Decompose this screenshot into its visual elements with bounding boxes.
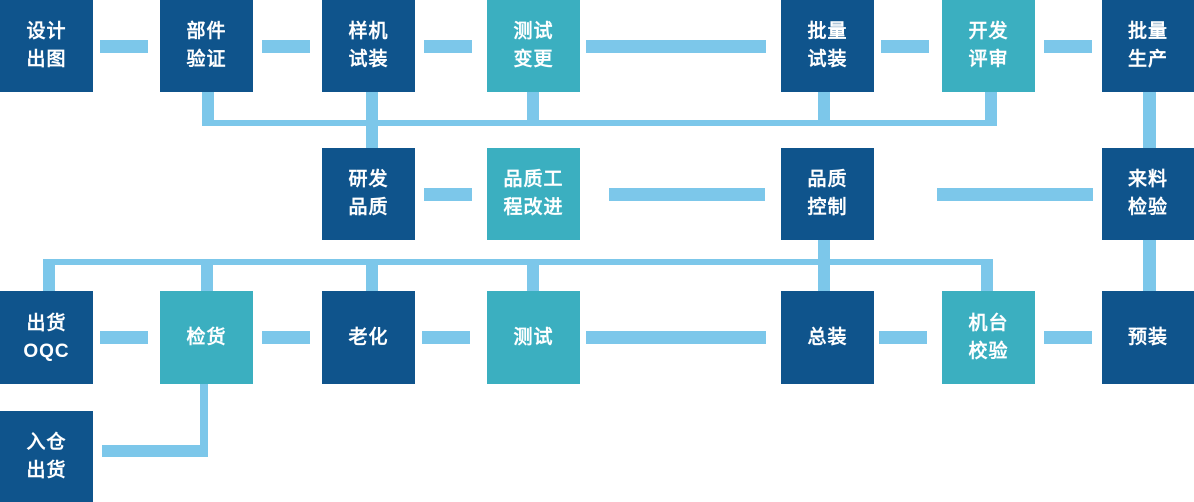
- node-incoming-inspection: 来料 检验: [1102, 148, 1194, 240]
- conn-design-to-parts: [100, 40, 148, 53]
- node-shipment-oqc: 出货 OQC: [0, 291, 93, 384]
- conn-parts-to-prototype: [262, 40, 310, 53]
- node-quality-control: 品质 控制: [781, 148, 874, 240]
- node-final-assembly: 总装: [781, 291, 874, 384]
- conn-testing-to-assembly: [586, 331, 766, 344]
- stub-bus-to-oqc: [43, 259, 55, 291]
- stub-bus-to-goodsinspection: [201, 259, 213, 291]
- vert-batchprod-to-incoming: [1143, 92, 1156, 148]
- stub-devreview-to-bus: [985, 92, 997, 126]
- conn-aging-to-testing: [422, 331, 470, 344]
- node-prototype-trial: 样机 试装: [322, 0, 415, 92]
- vert-incoming-to-preassembly: [1143, 240, 1156, 291]
- conn-qualitycontrol-to-incoming: [937, 188, 1093, 201]
- bus-middle-distribution-line: [43, 259, 993, 265]
- conn-oqc-to-goodsinspection: [100, 331, 148, 344]
- node-parts-verification: 部件 验证: [160, 0, 253, 92]
- conn-calibration-to-preassembly: [1044, 331, 1092, 344]
- node-testing: 测试: [487, 291, 580, 384]
- node-design-drawing: 设计 出图: [0, 0, 93, 92]
- node-batch-trial: 批量 试装: [781, 0, 874, 92]
- node-rd-quality: 研发 品质: [322, 148, 415, 240]
- elbow-to-warehouse-shipping: [102, 445, 208, 457]
- node-quality-eng-improve: 品质工 程改进: [487, 148, 580, 240]
- node-machine-calibration: 机台 校验: [942, 291, 1035, 384]
- conn-goodsinspection-to-aging: [262, 331, 310, 344]
- stub-bus-to-testing: [527, 259, 539, 291]
- node-goods-inspection: 检货: [160, 291, 253, 384]
- conn-qualityeng-to-qualitycontrol: [609, 188, 765, 201]
- node-development-review: 开发 评审: [942, 0, 1035, 92]
- conn-rdquality-to-qualityeng: [424, 188, 472, 201]
- stub-bus-to-aging: [366, 259, 378, 291]
- stub-batchtrial-to-bus: [818, 92, 830, 126]
- node-aging: 老化: [322, 291, 415, 384]
- node-pre-assembly: 预装: [1102, 291, 1194, 384]
- conn-devreview-to-batchprod: [1044, 40, 1092, 53]
- stub-testchange-to-bus: [527, 92, 539, 126]
- conn-assembly-to-calibration: [879, 331, 927, 344]
- node-test-change: 测试 变更: [487, 0, 580, 92]
- stub-bus-to-calibration: [981, 259, 993, 291]
- stub-parts-to-bus: [202, 92, 214, 126]
- conn-batchtrial-to-devreview: [881, 40, 929, 53]
- node-batch-production: 批量 生产: [1102, 0, 1194, 92]
- stub-qualitycontrol-to-assembly: [818, 240, 830, 291]
- conn-prototype-to-testchange: [424, 40, 472, 53]
- elbow-goodsinspection-down: [200, 384, 208, 457]
- bus-top-feedback-line: [202, 120, 997, 126]
- node-warehouse-shipping: 入仓 出货: [0, 411, 93, 502]
- conn-testchange-to-batchtrial: [586, 40, 766, 53]
- stub-prototype-to-rdquality: [366, 92, 378, 148]
